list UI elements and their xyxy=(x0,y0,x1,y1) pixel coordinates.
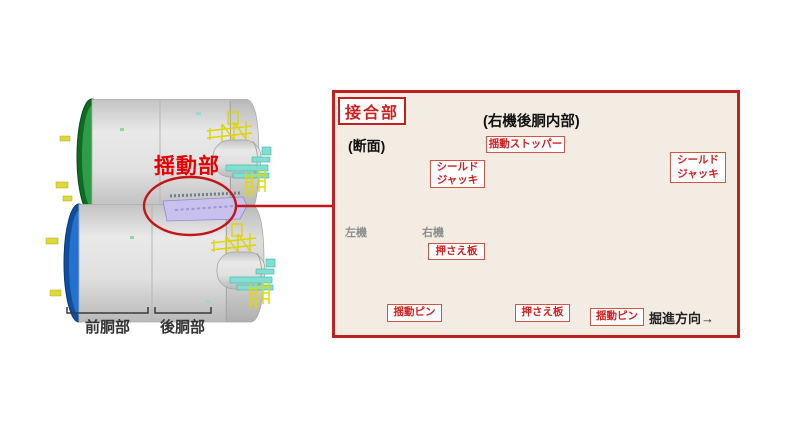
cross-section-heading: (断面) xyxy=(348,138,386,154)
callout-line: ジャッキ xyxy=(436,174,479,186)
joint-detail-panel: 接合部 (断面) (右機後胴内部) 左機 右機 シールド ジャッキ 押さえ板 揺… xyxy=(332,90,740,338)
panel-title: 接合部 xyxy=(338,97,406,125)
rear-body-label: 後胴部 xyxy=(160,319,206,336)
swing-section-highlight xyxy=(142,175,334,237)
callout-line: シールド xyxy=(436,160,479,173)
body-brackets xyxy=(66,307,212,314)
callout-shield-jack-interior: シールド ジャッキ xyxy=(670,152,726,183)
callout-swing-pin-interior: 揺動ピン xyxy=(590,308,644,326)
junction-connector xyxy=(162,191,248,222)
callout-swing-stopper: 揺動ストッパー xyxy=(486,136,565,153)
interior-heading: (右機後胴内部) xyxy=(483,114,580,130)
upper-trailing-gear xyxy=(206,111,272,197)
swing-section-label: 揺動部 xyxy=(154,155,220,178)
left-machine-tag: 左機 xyxy=(345,227,367,239)
callout-press-plate-interior: 押さえ板 xyxy=(515,304,570,322)
right-machine-tag: 右機 xyxy=(422,227,444,239)
callout-shield-jack-cross-section: シールド ジャッキ xyxy=(430,160,485,188)
callout-swing-pin-cross-section: 揺動ピン xyxy=(387,304,442,322)
upper-shield-machine xyxy=(55,98,260,216)
callout-press-plate-cross-section: 押さえ板 xyxy=(428,243,485,260)
front-body-label: 前胴部 xyxy=(85,319,131,336)
callout-line: シールド xyxy=(677,154,719,167)
lower-trailing-gear xyxy=(210,223,276,309)
excavation-direction-label: 掘進方向→ xyxy=(649,311,715,326)
callout-line: ジャッキ xyxy=(677,167,719,180)
